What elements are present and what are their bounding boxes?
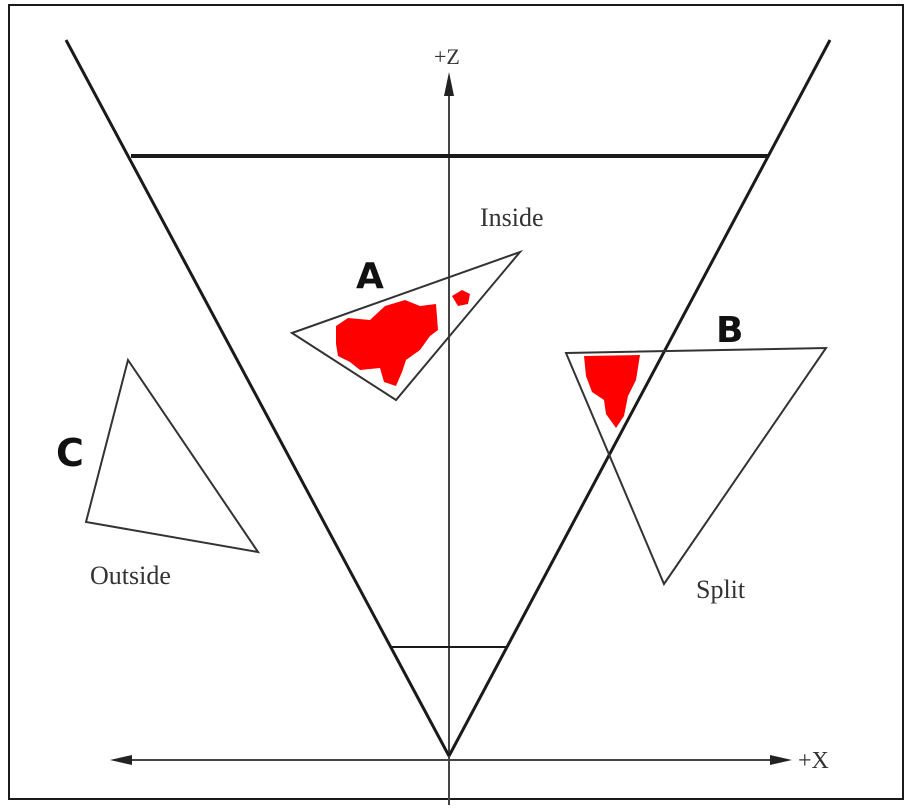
triangle-a-red-fill (336, 300, 438, 386)
z-axis (444, 72, 454, 805)
triangle-c (84, 357, 261, 554)
x-axis-label: +X (798, 748, 829, 774)
x-axis (110, 755, 792, 765)
triangle-a-caption: Inside (480, 203, 544, 232)
x-axis-left-arrow-icon (110, 755, 132, 765)
triangle-c-caption: Outside (90, 561, 171, 590)
triangle-b-red-fill (584, 355, 640, 428)
x-axis-right-arrow-icon (770, 755, 792, 765)
triangle-a-red-spot (452, 290, 470, 306)
view-frustum (64, 39, 832, 757)
triangle-b-caption: Split (696, 575, 746, 604)
triangle-a-letter: A (356, 256, 384, 297)
triangle-c-letter: C (56, 431, 84, 475)
triangle-b-letter: B (716, 310, 743, 351)
z-axis-arrow-icon (444, 72, 454, 96)
z-axis-label: +Z (434, 44, 460, 69)
frustum-left-edge (64, 39, 451, 757)
triangle-a (289, 249, 524, 402)
triangle-b (564, 346, 828, 587)
frustum-right-edge (447, 39, 832, 757)
